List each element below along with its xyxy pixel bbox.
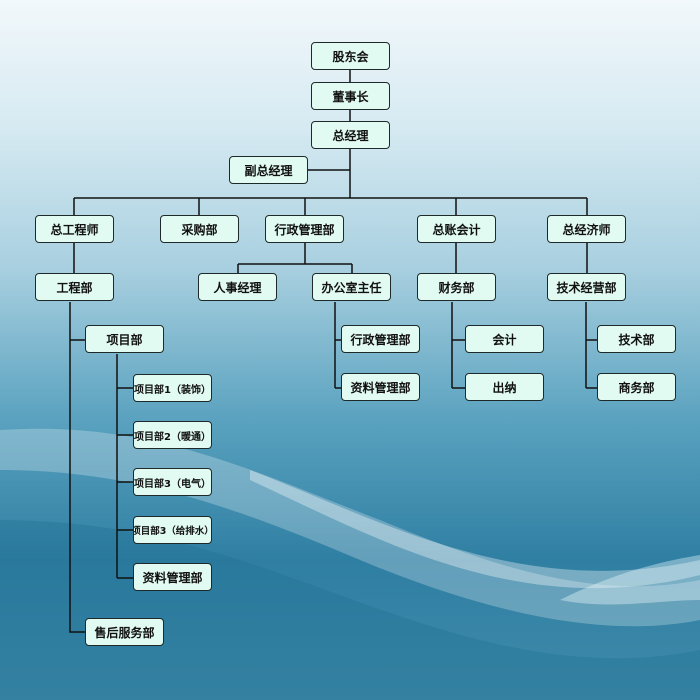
- node-general-manager: 总经理: [311, 121, 390, 149]
- node-chairman: 董事长: [311, 82, 390, 110]
- node-chief-economist: 总经济师: [547, 215, 626, 243]
- node-tech: 技术部: [597, 325, 676, 353]
- node-office-admin: 行政管理部: [341, 325, 420, 353]
- node-project-3-electric: 项目部3（电气）: [133, 468, 212, 496]
- node-after-sales: 售后服务部: [85, 618, 164, 646]
- node-tech-business: 技术经营部: [547, 273, 626, 301]
- node-project-dept: 项目部: [85, 325, 164, 353]
- node-deputy-gm: 副总经理: [229, 156, 308, 184]
- node-hr-manager: 人事经理: [198, 273, 277, 301]
- node-accounting: 会计: [465, 325, 544, 353]
- node-finance: 财务部: [417, 273, 496, 301]
- node-project-1: 项目部1（装饰）: [133, 374, 212, 402]
- node-chief-engineer: 总工程师: [35, 215, 114, 243]
- node-admin: 行政管理部: [265, 215, 344, 243]
- node-shareholders: 股东会: [311, 42, 390, 70]
- node-project-3-plumbing: 项目部3（给排水）: [133, 516, 212, 544]
- node-project-docs: 资料管理部: [133, 563, 212, 591]
- node-cashier: 出纳: [465, 373, 544, 401]
- node-office-docs: 资料管理部: [341, 373, 420, 401]
- node-purchasing: 采购部: [160, 215, 239, 243]
- node-chief-accountant: 总账会计: [417, 215, 496, 243]
- node-project-2: 项目部2（暖通）: [133, 421, 212, 449]
- node-office-director: 办公室主任: [312, 273, 391, 301]
- node-engineering: 工程部: [35, 273, 114, 301]
- node-commerce: 商务部: [597, 373, 676, 401]
